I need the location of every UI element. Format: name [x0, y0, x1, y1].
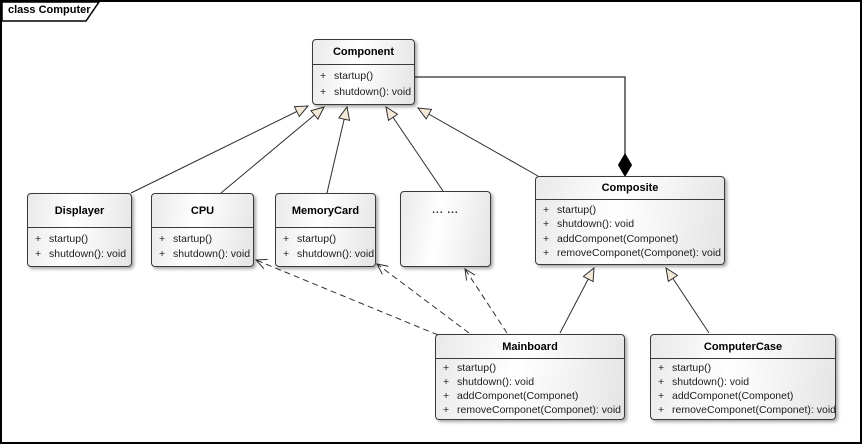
method-visibility: +: [658, 390, 665, 402]
method-signature: addComponet(Componet): [557, 232, 679, 245]
method-visibility: +: [658, 404, 665, 416]
method-row: + startup(): [436, 361, 622, 375]
generalization-mainboard-composite[interactable]: [559, 268, 594, 334]
method-row: + shutdown(): void: [313, 85, 412, 99]
method-visibility: +: [283, 248, 290, 261]
method-visibility: +: [320, 70, 327, 82]
method-row: + startup(): [28, 232, 129, 246]
method-row: + startup(): [651, 361, 833, 375]
methods-compartment: + startup() + shutdown(): void + addComp…: [536, 200, 724, 264]
method-visibility: +: [35, 232, 42, 245]
method-signature: startup(): [49, 232, 89, 245]
method-signature: addComponet(Componet): [672, 390, 794, 402]
method-row: + removeComponet(Componet): void: [536, 246, 722, 260]
method-signature: shutdown(): void: [334, 86, 412, 98]
class-title: ComputerCase: [651, 335, 835, 359]
class-title: Displayer: [28, 194, 131, 228]
method-row: + shutdown(): void: [28, 247, 129, 261]
method-signature: removeComponet(Componet): void: [457, 404, 621, 416]
methods-compartment: + startup() + shutdown(): void + addComp…: [651, 359, 836, 420]
generalization-composite-component[interactable]: [418, 108, 539, 177]
method-visibility: +: [658, 376, 665, 388]
method-signature: shutdown(): void: [173, 248, 251, 261]
method-row: + startup(): [276, 232, 373, 246]
method-visibility: +: [543, 232, 550, 245]
methods-compartment: + startup() + shutdown(): void: [276, 228, 375, 266]
method-signature: shutdown(): void: [49, 248, 127, 261]
method-visibility: +: [443, 404, 450, 416]
method-signature: startup(): [334, 70, 374, 82]
methods-compartment: + startup() + shutdown(): void: [152, 228, 253, 266]
method-signature: addComponet(Componet): [457, 390, 579, 402]
class-title: Mainboard: [436, 335, 624, 359]
method-visibility: +: [443, 390, 450, 402]
methods-compartment: + startup() + shutdown(): void: [28, 228, 131, 266]
method-row: + removeComponet(Componet): void: [651, 403, 836, 417]
method-row: + shutdown(): void: [152, 247, 251, 261]
method-row: + shutdown(): void: [436, 375, 622, 389]
method-signature: shutdown(): void: [672, 376, 750, 388]
class-box-memorycard[interactable]: MemoryCard + startup() + shutdown(): voi…: [275, 193, 376, 267]
frame-title: class Computer: [8, 4, 91, 16]
class-box-mainboard[interactable]: Mainboard + startup() + shutdown(): void…: [435, 334, 625, 420]
others-label: ... ...: [432, 205, 459, 216]
method-signature: shutdown(): void: [557, 218, 635, 231]
method-row: + addComponet(Componet): [536, 232, 722, 246]
class-title: Component: [313, 40, 414, 65]
method-visibility: +: [543, 218, 550, 231]
composition-diamond: [617, 153, 633, 177]
method-signature: shutdown(): void: [297, 248, 375, 261]
class-box-composite[interactable]: Composite + startup() + shutdown(): void…: [535, 176, 725, 265]
method-visibility: +: [658, 362, 665, 374]
class-box-component[interactable]: Component + startup() + shutdown(): void: [312, 39, 415, 105]
class-title: MemoryCard: [276, 194, 375, 228]
generalization-cpu-component[interactable]: [220, 107, 324, 194]
method-row: + addComponet(Componet): [651, 389, 833, 403]
method-row: + shutdown(): void: [651, 375, 833, 389]
method-visibility: +: [543, 203, 550, 216]
method-visibility: +: [543, 247, 550, 260]
method-visibility: +: [443, 362, 450, 374]
method-row: + addComponet(Componet): [436, 389, 622, 403]
method-signature: startup(): [173, 232, 213, 245]
class-box-cpu[interactable]: CPU + startup() + shutdown(): void: [151, 193, 254, 267]
method-signature: startup(): [457, 362, 497, 374]
class-box-computercase[interactable]: ComputerCase + startup() + shutdown(): v…: [650, 334, 836, 420]
generalization-computercase-composite[interactable]: [666, 268, 710, 334]
frame-tab: [2, 2, 100, 22]
methods-compartment: + startup() + shutdown(): void + addComp…: [436, 359, 624, 420]
method-signature: removeComponet(Componet): void: [672, 404, 836, 416]
generalization-displayer-component[interactable]: [130, 106, 308, 194]
class-title: Composite: [536, 177, 724, 200]
method-row: + startup(): [313, 69, 412, 83]
method-row: + shutdown(): void: [276, 247, 375, 261]
method-visibility: +: [159, 248, 166, 261]
method-signature: startup(): [672, 362, 712, 374]
composition-link-component-composite[interactable]: [415, 76, 626, 156]
class-box-others[interactable]: ... ...: [400, 191, 491, 267]
methods-compartment: + startup() + shutdown(): void: [313, 65, 414, 104]
method-visibility: +: [320, 86, 327, 98]
class-title: CPU: [152, 194, 253, 228]
class-box-displayer[interactable]: Displayer + startup() + shutdown(): void: [27, 193, 132, 267]
method-signature: startup(): [297, 232, 337, 245]
generalization-others-component[interactable]: [386, 107, 444, 192]
dependency-mainboard-memorycard[interactable]: [376, 263, 470, 334]
method-row: + startup(): [152, 232, 251, 246]
dependency-mainboard-cpu[interactable]: [254, 258, 439, 336]
generalization-memorycard-component[interactable]: [326, 107, 347, 194]
method-row: + shutdown(): void: [536, 217, 722, 231]
method-visibility: +: [159, 232, 166, 245]
method-row: + startup(): [536, 203, 722, 217]
method-visibility: +: [443, 376, 450, 388]
method-signature: shutdown(): void: [457, 376, 535, 388]
dependency-mainboard-others[interactable]: [464, 268, 508, 334]
method-signature: removeComponet(Componet): void: [557, 247, 721, 260]
method-row: + removeComponet(Componet): void: [436, 403, 622, 417]
method-signature: startup(): [557, 203, 597, 216]
method-visibility: +: [283, 232, 290, 245]
method-visibility: +: [35, 248, 42, 261]
